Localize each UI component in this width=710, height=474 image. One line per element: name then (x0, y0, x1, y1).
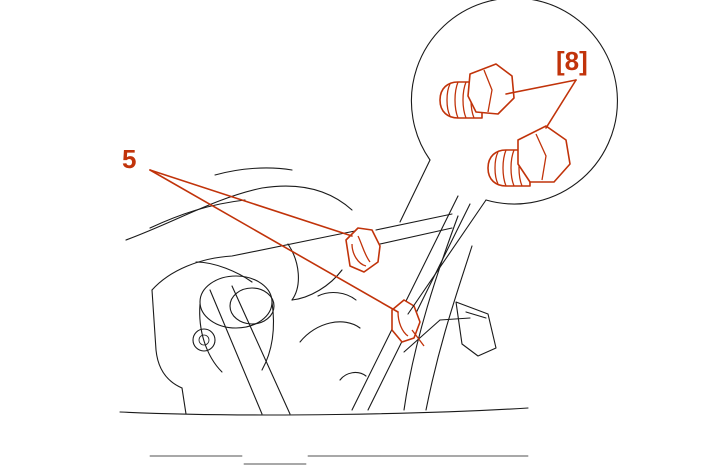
bolt-upper (345, 227, 381, 273)
callout-leaders (149, 79, 577, 313)
torque-callout-label: [8] (556, 46, 588, 76)
bolt-lower (391, 299, 425, 347)
engine-linework (119, 167, 529, 465)
detail-magnifier (399, 0, 618, 315)
detail-bolt-lower (487, 125, 571, 187)
detail-bolt-upper (439, 63, 515, 119)
bolt-callout-label: 5 (122, 144, 136, 174)
